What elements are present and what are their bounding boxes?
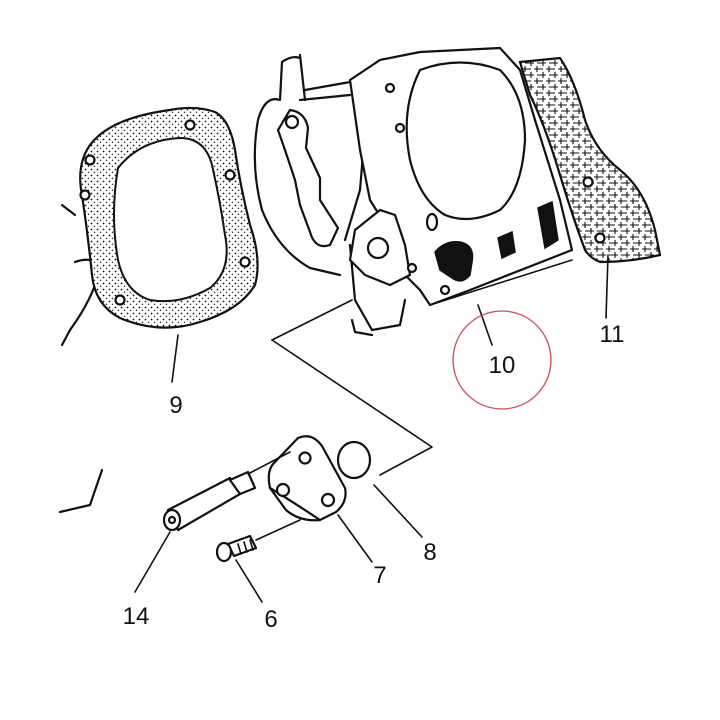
- cylinder-block-assembly: [253, 53, 407, 337]
- o-ring-8: [336, 440, 372, 480]
- plate-7: [267, 435, 347, 522]
- callout-11: 11: [600, 321, 625, 348]
- screw-6: [215, 519, 301, 563]
- gasket-11: [518, 56, 662, 264]
- callout-10: 10: [489, 352, 516, 379]
- callout-7: 7: [373, 562, 386, 589]
- explosion-leader-lines: [271, 259, 573, 476]
- callout-6: 6: [264, 606, 277, 633]
- callout-9: 9: [169, 392, 182, 419]
- highlight-circle: [452, 310, 552, 410]
- stud-14: [162, 451, 291, 532]
- callout-14: 14: [123, 603, 150, 630]
- gasket-9: [79, 106, 259, 329]
- callout-8: 8: [423, 539, 436, 566]
- head-gasket-10: [348, 46, 574, 307]
- callout-leaders: [134, 254, 609, 603]
